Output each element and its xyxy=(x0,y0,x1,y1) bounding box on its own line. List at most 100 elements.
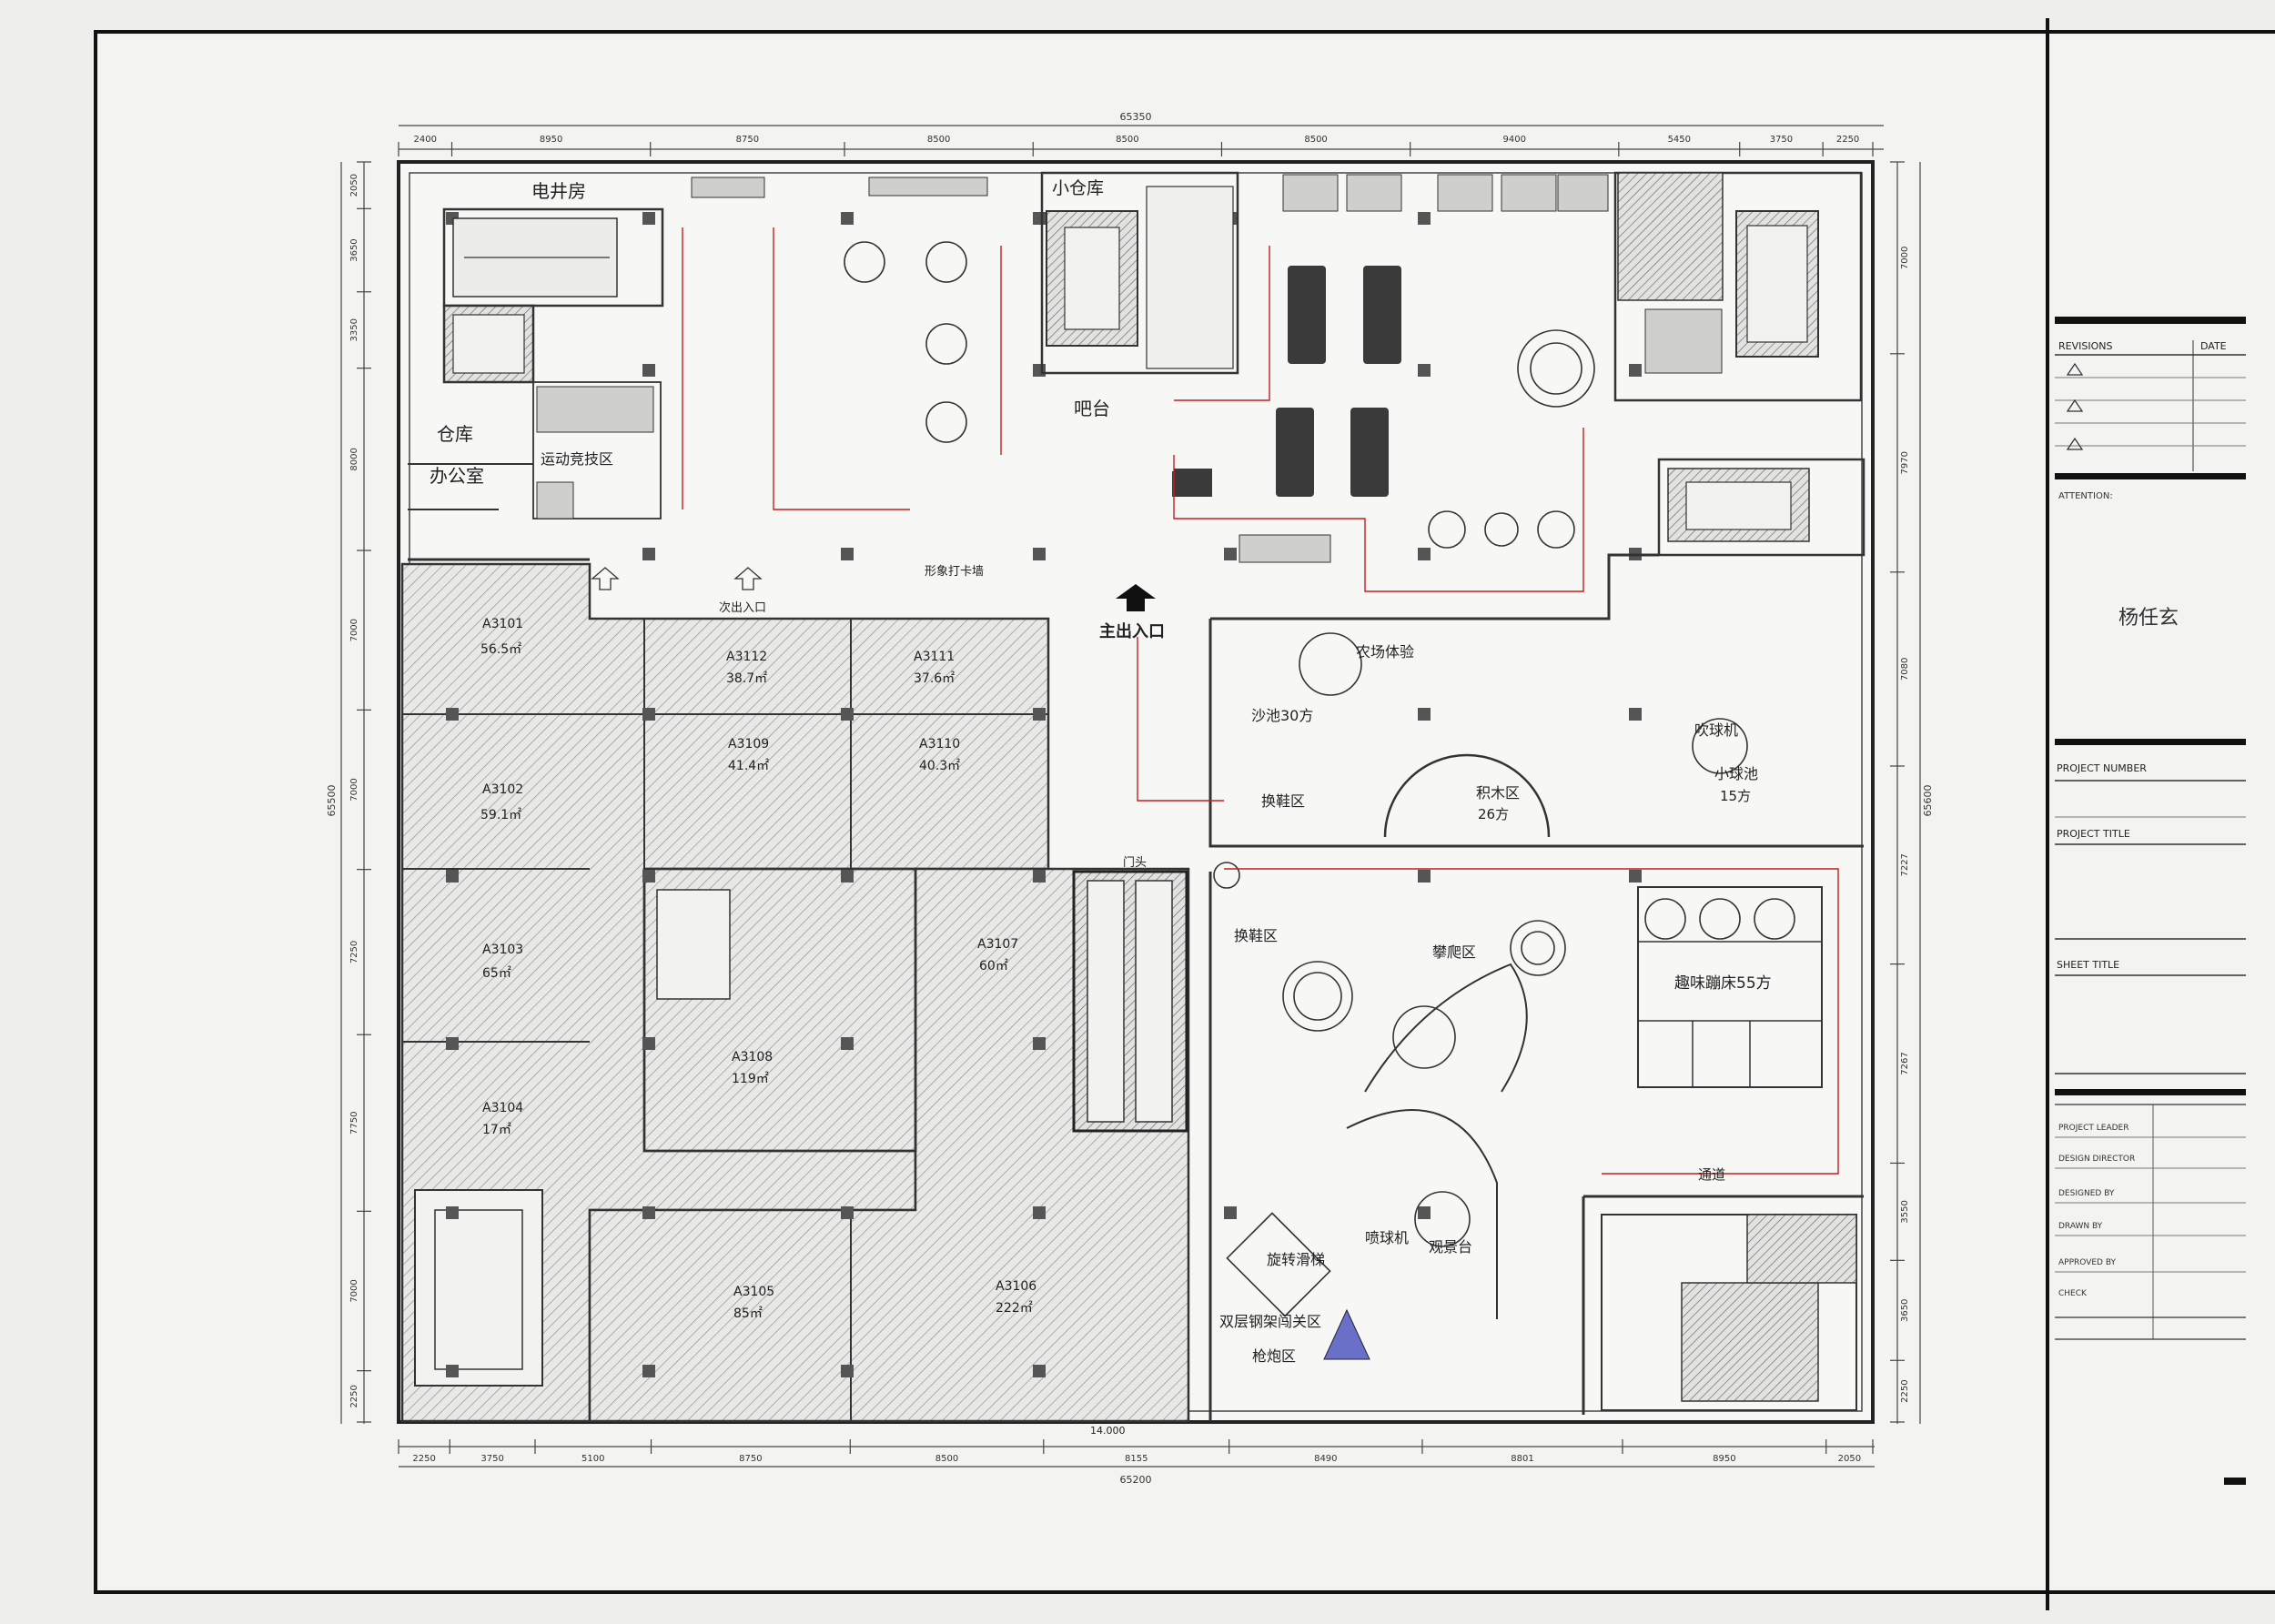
design-director-label: DESIGN DIRECTOR xyxy=(2058,1155,2135,1164)
dimension-label: 2250 xyxy=(412,1454,435,1464)
unit-code: A3104 xyxy=(482,1101,523,1115)
dimension-label: 8950 xyxy=(540,135,562,145)
unit-area: 119㎡ xyxy=(732,1072,769,1086)
unit-area: 222㎡ xyxy=(996,1301,1033,1316)
sheet-title-label: SHEET TITLE xyxy=(2057,959,2119,971)
dimension-label: 2250 xyxy=(349,1385,359,1407)
unit-area: 41.4㎡ xyxy=(728,759,769,773)
dimension-label: 3650 xyxy=(349,238,359,261)
unit-code: A3103 xyxy=(482,943,523,957)
unit-labels: A3101 56.5㎡ A3102 59.1㎡ A3103 65㎡ A3104 … xyxy=(480,617,1036,1321)
dimension-label: 2400 xyxy=(414,135,437,145)
unit-code: A3111 xyxy=(914,650,955,664)
side-entrance-arrow-icon xyxy=(591,567,620,590)
unit-code: A3108 xyxy=(732,1050,773,1064)
trampoline-label: 趣味蹦床55方 xyxy=(1674,974,1772,993)
observatory-label: 观景台 xyxy=(1429,1238,1472,1256)
sand-pool-label: 沙池30方 xyxy=(1251,707,1313,724)
dimension-label: 8801 xyxy=(1511,1454,1533,1464)
dimension-label: 7000 xyxy=(349,778,359,801)
electric-room-label: 电井房 xyxy=(531,180,586,202)
unit-area: 40.3㎡ xyxy=(919,759,960,773)
dimension-label: 9400 xyxy=(1503,135,1526,145)
dimension-label: 7080 xyxy=(1900,658,1910,681)
dimension-label: 3750 xyxy=(1770,135,1793,145)
warehouse-label: 仓库 xyxy=(437,423,473,445)
photo-wall-label: 形象打卡墙 xyxy=(925,565,984,579)
check-label: CHECK xyxy=(2058,1289,2088,1298)
unit-area: 65㎡ xyxy=(482,966,511,981)
dimension-label: 7000 xyxy=(1900,247,1910,269)
unit-area: 17㎡ xyxy=(482,1123,511,1137)
attention-label: ATTENTION: xyxy=(2058,491,2113,501)
dimension-label: 8500 xyxy=(927,135,950,145)
dimension-label: 8500 xyxy=(1304,135,1327,145)
elevation-label: 14.000 xyxy=(1090,1425,1126,1437)
secondary-entrance-label: 次出入口 xyxy=(719,600,766,615)
dimension-label: 8750 xyxy=(736,135,759,145)
logo-icon xyxy=(1323,1308,1370,1360)
bar-label: 吧台 xyxy=(1074,398,1110,419)
farm-experience-label: 农场体验 xyxy=(1356,643,1414,661)
zone-walls xyxy=(1208,553,1864,1421)
climbing-zone-label: 攀爬区 xyxy=(1432,943,1476,961)
unit-code: A3102 xyxy=(482,782,523,797)
total-dimension-label: 65350 xyxy=(1120,111,1152,123)
revisions-label: REVISIONS xyxy=(2058,340,2112,352)
dimension-label: 8000 xyxy=(349,448,359,470)
circulation-lines xyxy=(682,227,1839,1175)
dimension-label: 7750 xyxy=(349,1112,359,1135)
unit-code: A3109 xyxy=(728,737,769,751)
unit-code: A3112 xyxy=(726,650,767,664)
drawn-by-label: DRAWN BY xyxy=(2058,1222,2103,1231)
unit-code: A3107 xyxy=(977,937,1018,952)
main-entrance-arrow-icon xyxy=(1116,584,1156,611)
main-entrance-label: 主出入口 xyxy=(1099,621,1165,641)
dimension-label: 8490 xyxy=(1314,1454,1337,1464)
dimension-label: 3550 xyxy=(1900,1200,1910,1223)
dimension-label: 2050 xyxy=(1838,1454,1861,1464)
dimension-label: 7267 xyxy=(1900,1052,1910,1074)
title-block: REVISIONS DATE ATTENTION: 杨任玄 PROJECT NU… xyxy=(2055,317,2246,1485)
unit-area: 60㎡ xyxy=(979,959,1008,973)
total-dimension-label: 65600 xyxy=(1922,785,1934,817)
shoe-zone-label: 换鞋区 xyxy=(1261,792,1305,810)
designed-by-label: DESIGNED BY xyxy=(2058,1189,2115,1198)
dimension-label: 3650 xyxy=(1900,1299,1910,1322)
dimension-label: 8155 xyxy=(1125,1454,1148,1464)
designer-name: 杨任玄 xyxy=(2118,607,2179,630)
project-title-label: PROJECT TITLE xyxy=(2057,828,2130,840)
office-label: 办公室 xyxy=(430,465,484,487)
unit-area: 85㎡ xyxy=(733,1306,763,1321)
unit-area: 56.5㎡ xyxy=(480,642,521,657)
unit-code: A3101 xyxy=(482,617,523,631)
dimension-label: 7000 xyxy=(349,1279,359,1302)
approved-by-label: APPROVED BY xyxy=(2058,1258,2117,1267)
dimension-label: 7970 xyxy=(1900,451,1910,474)
dimension-label: 3750 xyxy=(480,1454,503,1464)
unit-code: A3110 xyxy=(919,737,960,751)
dimension-label: 5100 xyxy=(581,1454,604,1464)
gun-zone-label: 枪炮区 xyxy=(1252,1347,1296,1365)
slide-label: 旋转滑梯 xyxy=(1267,1251,1325,1268)
dimension-label: 8750 xyxy=(739,1454,762,1464)
shoe-zone-2-label: 换鞋区 xyxy=(1234,927,1278,944)
total-dimension-label: 65500 xyxy=(326,785,338,817)
tenant-units xyxy=(400,562,1190,1423)
structural-columns xyxy=(446,212,1760,1377)
furniture xyxy=(536,174,1723,563)
service-rooms xyxy=(408,171,1866,561)
ball-pool-label: 小球池 xyxy=(1714,765,1758,782)
dimension-label: 7250 xyxy=(349,941,359,963)
ball-blower-label: 吹球机 xyxy=(1694,721,1738,739)
small-warehouse-label: 小仓库 xyxy=(1052,178,1104,198)
date-label: DATE xyxy=(2200,340,2227,352)
unit-area: 38.7㎡ xyxy=(726,671,767,686)
dimension-label: 2050 xyxy=(349,174,359,197)
project-leader-label: PROJECT LEADER xyxy=(2058,1124,2128,1133)
play-equipment xyxy=(844,241,1795,1319)
dimension-label: 8500 xyxy=(1116,135,1138,145)
unit-code: A3106 xyxy=(996,1279,1036,1294)
blocks-zone-label: 积木区 xyxy=(1476,784,1520,802)
